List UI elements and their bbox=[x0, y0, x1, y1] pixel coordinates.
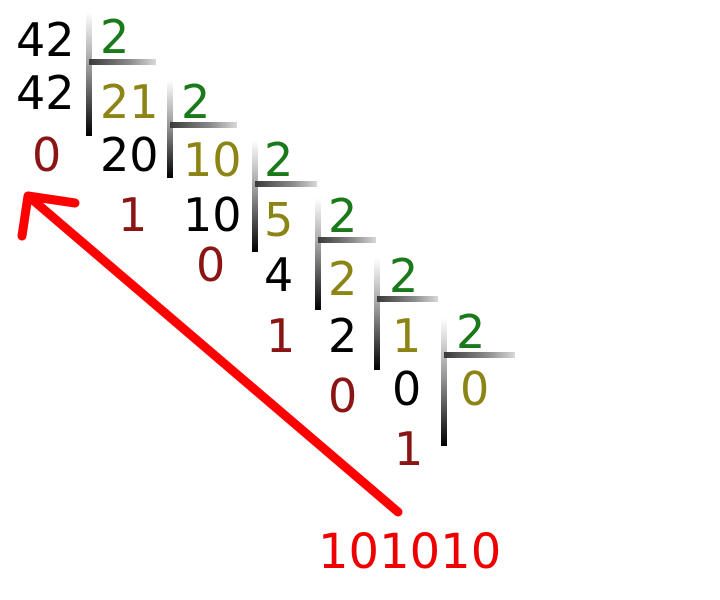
division-bracket-vertical bbox=[252, 140, 258, 252]
arrow-shaft bbox=[29, 196, 403, 517]
division-bracket-horizontal bbox=[444, 352, 515, 358]
remainder-5: 0 bbox=[328, 369, 358, 423]
division-bracket-horizontal bbox=[318, 237, 376, 243]
divisor-5: 2 bbox=[389, 249, 419, 303]
division-bracket-2 bbox=[167, 80, 237, 178]
product-4: 4 bbox=[264, 248, 294, 302]
quotient-4: 2 bbox=[328, 252, 358, 306]
divisor-3: 2 bbox=[264, 133, 294, 187]
quotient-3: 5 bbox=[264, 193, 294, 247]
divisor-2: 2 bbox=[181, 75, 211, 129]
arrow-head bbox=[17, 191, 80, 241]
dividend-1: 42 bbox=[16, 13, 75, 67]
remainder-2: 1 bbox=[118, 188, 148, 242]
quotient-6: 0 bbox=[460, 362, 490, 416]
read-direction-arrow bbox=[17, 191, 403, 517]
division-bracket-6 bbox=[441, 318, 515, 446]
division-bracket-vertical bbox=[86, 12, 92, 136]
quotient-5: 1 bbox=[392, 309, 422, 363]
divisor-6: 2 bbox=[456, 305, 486, 359]
division-bracket-horizontal bbox=[89, 59, 156, 65]
divisor-1: 2 bbox=[100, 10, 130, 64]
remainder-6: 1 bbox=[394, 422, 424, 476]
quotient-1: 21 bbox=[100, 75, 159, 129]
division-bracket-4 bbox=[315, 198, 376, 310]
division-bracket-vertical bbox=[374, 258, 380, 370]
remainder-1: 0 bbox=[32, 128, 62, 182]
remainder-3: 0 bbox=[196, 238, 226, 292]
division-bracket-vertical bbox=[167, 80, 173, 178]
remainder-4: 1 bbox=[266, 309, 296, 363]
division-bracket-vertical bbox=[441, 318, 447, 446]
division-bracket-horizontal bbox=[170, 122, 237, 128]
quotient-2: 10 bbox=[183, 133, 242, 187]
product-2: 20 bbox=[100, 128, 159, 182]
division-bracket-vertical bbox=[315, 198, 321, 310]
binary-result: 101010 bbox=[318, 524, 502, 580]
division-bracket-horizontal bbox=[377, 296, 438, 302]
division-bracket-horizontal bbox=[255, 181, 317, 187]
product-6: 0 bbox=[392, 362, 422, 416]
division-bracket-3 bbox=[252, 140, 317, 252]
division-bracket-1 bbox=[86, 12, 156, 136]
product-1: 42 bbox=[16, 66, 75, 120]
division-bracket-5 bbox=[374, 258, 438, 370]
product-5: 2 bbox=[328, 309, 358, 363]
product-3: 10 bbox=[183, 188, 242, 242]
divisor-4: 2 bbox=[328, 189, 358, 243]
